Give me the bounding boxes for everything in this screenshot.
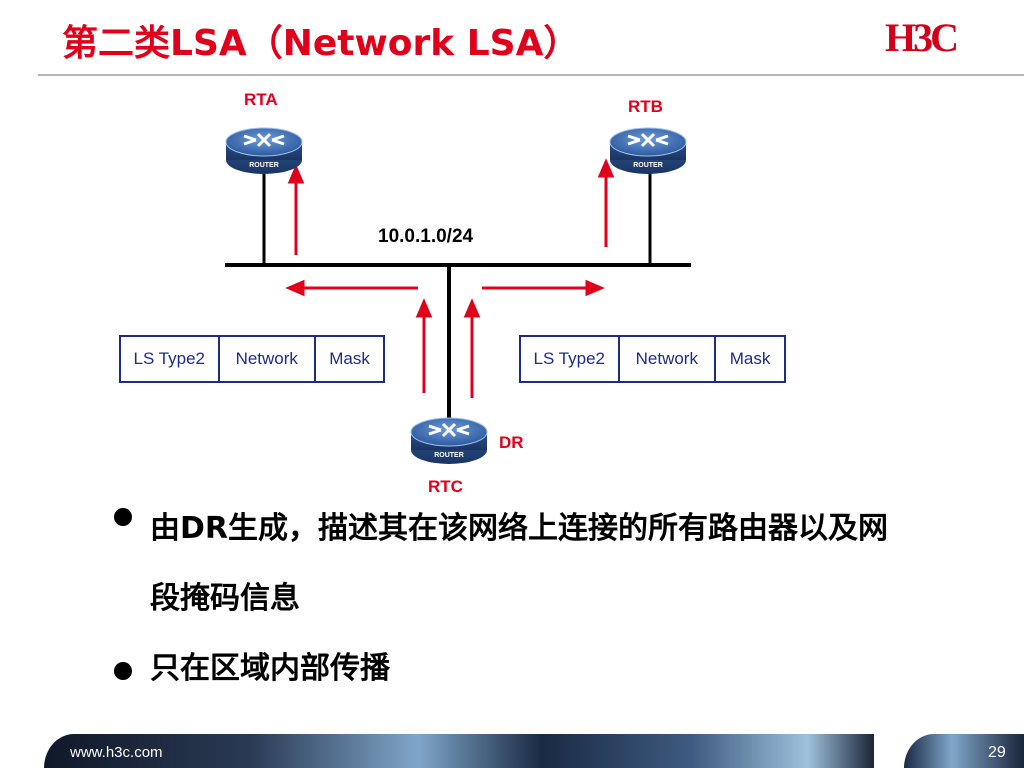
dr-label: DR bbox=[499, 433, 524, 452]
bullet-dot-icon bbox=[114, 508, 132, 526]
title-divider bbox=[38, 74, 1024, 76]
router-icon bbox=[224, 126, 304, 176]
bullet-dot-icon bbox=[114, 662, 132, 680]
bullet-list: 由DR生成，描述其在该网络上连接的所有路由器以及网段掩码信息 只在区域内部传播 bbox=[110, 508, 910, 690]
lsa-cell-type: LS Type2 bbox=[521, 337, 620, 381]
lsa-box-right: LS Type2 Network Mask bbox=[519, 335, 786, 383]
router-label-rtc: RTC bbox=[428, 477, 463, 496]
bullet-text: 由DR生成，描述其在该网络上连接的所有路由器以及网段掩码信息 bbox=[150, 511, 889, 616]
arrow-icon bbox=[415, 298, 433, 393]
bullet-text: 只在区域内部传播 bbox=[150, 651, 390, 686]
router-icon bbox=[608, 126, 688, 176]
router-label-rtb: RTB bbox=[628, 97, 663, 116]
lsa-cell-type: LS Type2 bbox=[121, 337, 220, 381]
footer-url: www.h3c.com bbox=[70, 744, 163, 761]
slide-title: 第二类LSA（Network LSA） bbox=[62, 23, 580, 64]
h3c-logo: H3C bbox=[885, 15, 959, 60]
arrow-icon bbox=[482, 279, 605, 297]
router-icon bbox=[409, 416, 489, 466]
lsa-box-left: LS Type2 Network Mask bbox=[119, 335, 385, 383]
network-label: 10.0.1.0/24 bbox=[378, 226, 474, 247]
arrow-icon bbox=[463, 298, 481, 398]
page-number: 29 bbox=[988, 744, 1006, 761]
lsa-cell-mask: Mask bbox=[329, 349, 370, 368]
footer-band bbox=[44, 734, 874, 768]
arrow-icon bbox=[597, 158, 615, 247]
network-diagram: ROUTER bbox=[224, 126, 691, 466]
lsa-cell-network: Network bbox=[620, 337, 717, 381]
bullet-item: 由DR生成，描述其在该网络上连接的所有路由器以及网段掩码信息 bbox=[110, 494, 910, 634]
footer: www.h3c.com 29 bbox=[0, 728, 1024, 768]
arrow-icon bbox=[285, 279, 418, 297]
footer-band-right bbox=[904, 734, 1024, 768]
arrow-icon bbox=[287, 164, 305, 255]
lsa-cell-network: Network bbox=[220, 337, 317, 381]
lsa-cell-mask: Mask bbox=[729, 349, 771, 368]
bullet-item: 只在区域内部传播 bbox=[110, 648, 910, 690]
router-label-rta: RTA bbox=[244, 90, 278, 109]
